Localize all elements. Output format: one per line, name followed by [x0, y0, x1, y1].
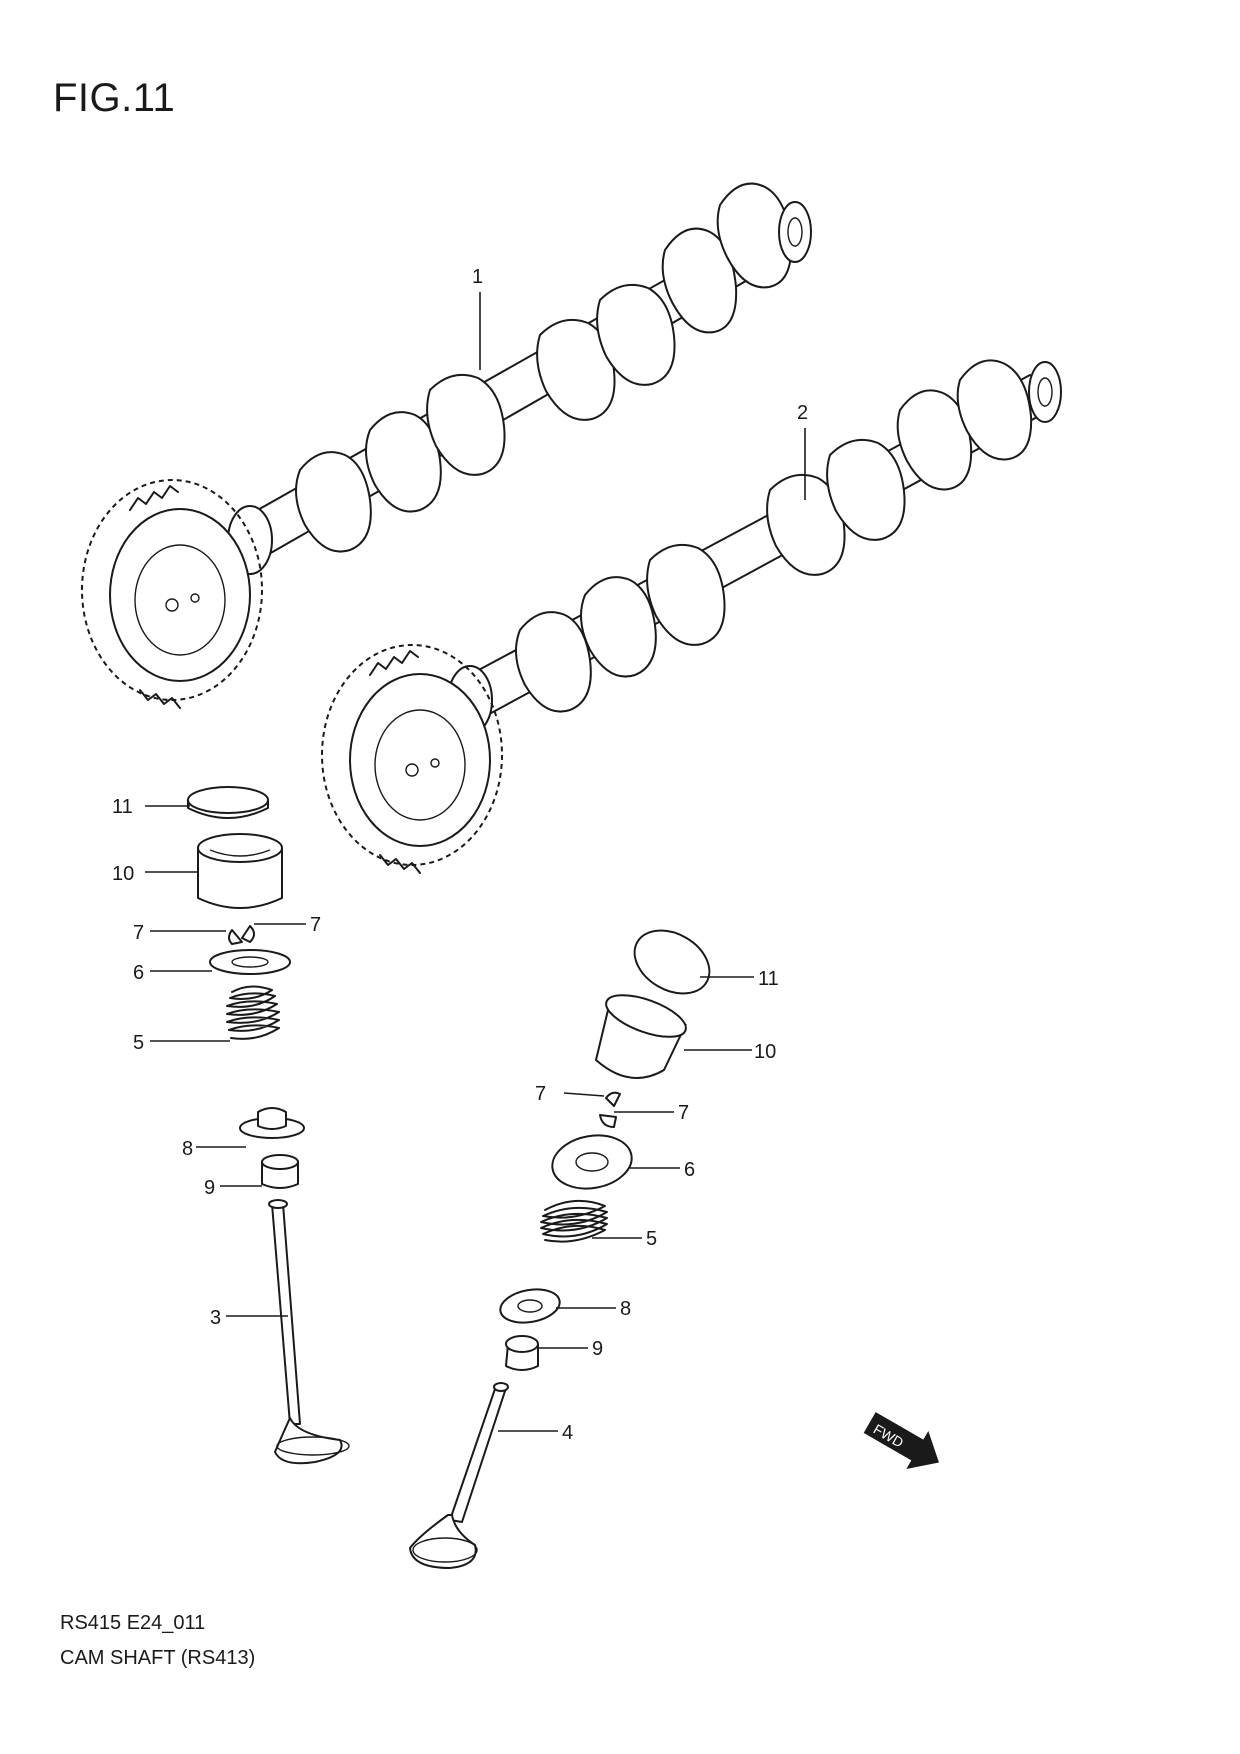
callout-left-10: 10 [112, 863, 134, 885]
callout-right-9: 9 [592, 1338, 603, 1360]
callout-left-6: 6 [133, 962, 144, 984]
callout-left-5: 5 [133, 1032, 144, 1054]
diagram-code: RS415 E24_011 [60, 1612, 206, 1634]
camshaft-1 [81, 182, 812, 709]
callout-right-7a: 7 [535, 1083, 546, 1105]
callout-right-7b: 7 [678, 1102, 689, 1124]
callout-right-10: 10 [754, 1041, 776, 1063]
callout-right-6: 6 [684, 1159, 695, 1181]
callout-camshaft-2: 2 [797, 402, 808, 424]
fwd-arrow-icon: FWD [863, 1412, 939, 1470]
callout-valve-3: 3 [210, 1307, 221, 1329]
callout-left-11: 11 [112, 796, 133, 818]
callout-right-8: 8 [620, 1298, 631, 1320]
camshaft-2 [321, 359, 1062, 874]
diagram-name: CAM SHAFT (RS413) [60, 1647, 256, 1669]
callout-left-7a: 7 [133, 922, 144, 944]
callout-left-7b: 7 [310, 914, 321, 936]
callout-valve-4: 4 [562, 1422, 573, 1444]
callout-right-5: 5 [646, 1228, 657, 1250]
callout-right-11: 11 [758, 968, 779, 990]
right-valve-assembly [409, 929, 711, 1569]
figure-title: FIG.11 [53, 76, 176, 120]
left-valve-assembly [187, 786, 350, 1465]
callout-left-8: 8 [182, 1138, 193, 1160]
callout-left-9: 9 [204, 1177, 215, 1199]
callout-camshaft-1: 1 [472, 266, 483, 288]
